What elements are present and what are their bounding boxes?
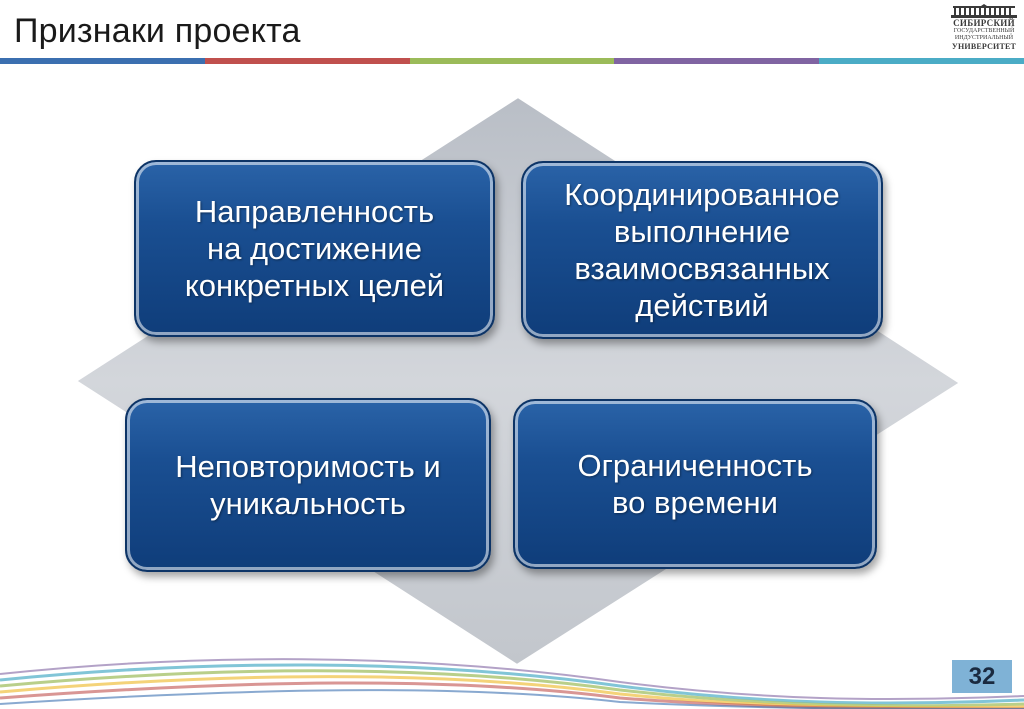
color-bar-segment (0, 58, 205, 64)
feature-box-text: Ограниченность во времени (577, 448, 813, 520)
feature-box-time-limit: Ограниченность во времени (513, 399, 877, 569)
feature-box-text: Направленность на достижение конкретных … (184, 194, 445, 303)
color-bar-segment (204, 58, 410, 64)
logo-line-3: ИНДУСТРИАЛЬНЫЙ (954, 35, 1014, 41)
university-logo: СИБИРСКИЙ ГОСУДАРСТВЕННЫЙ ИНДУСТРИАЛЬНЫЙ… (948, 4, 1020, 58)
feature-box-text: Координированное выполнение взаимосвязан… (564, 177, 840, 323)
logo-line-2: ГОСУДАРСТВЕННЫЙ (953, 28, 1015, 34)
color-bar-segment (614, 58, 820, 64)
decorative-swoosh (0, 658, 1024, 709)
feature-box-coordinated-execution: Координированное выполнение взаимосвязан… (521, 161, 883, 339)
feature-box-text: Неповторимость и уникальность (175, 449, 441, 521)
building-icon (951, 4, 1017, 18)
feature-box-uniqueness: Неповторимость и уникальность (125, 398, 491, 572)
feature-box-goal-orientation: Направленность на достижение конкретных … (134, 160, 495, 337)
page-number-badge: 32 (952, 660, 1012, 693)
logo-line-4: УНИВЕРСИТЕТ (951, 42, 1017, 51)
color-bar-segment (409, 58, 615, 64)
logo-line-1: СИБИРСКИЙ (953, 18, 1015, 28)
header-color-bar (0, 58, 1024, 64)
slide-title: Признаки проекта (14, 12, 301, 50)
color-bar-segment (819, 58, 1024, 64)
